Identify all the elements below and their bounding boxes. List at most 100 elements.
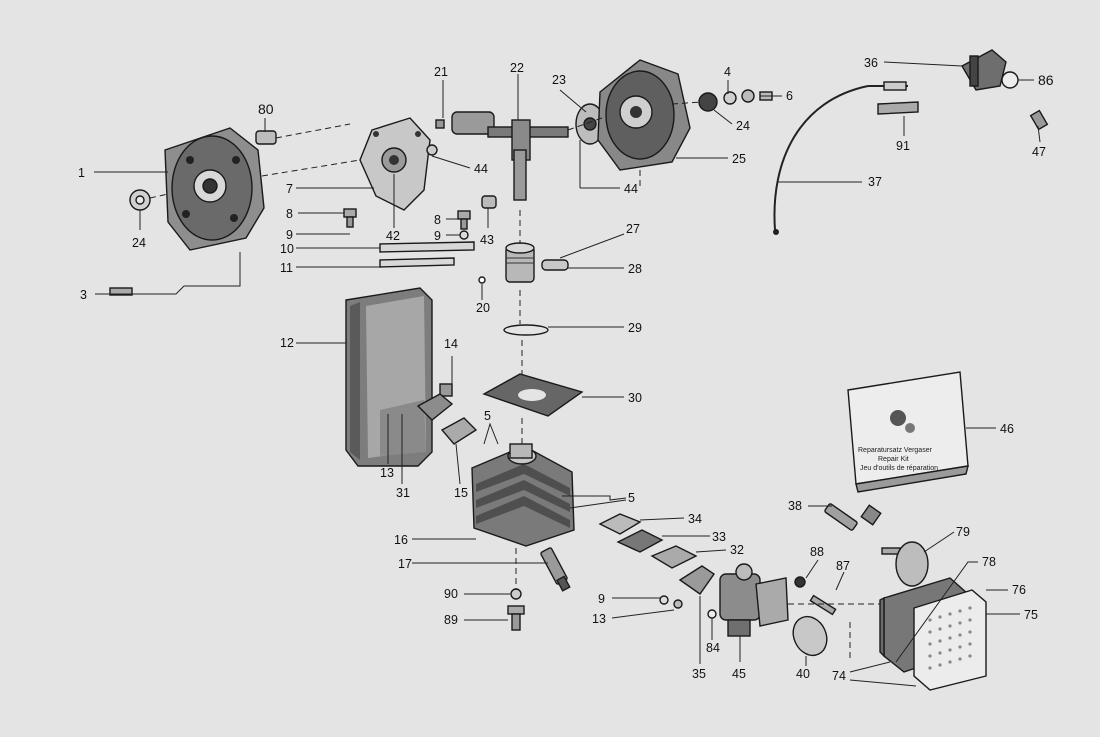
- callout-14: 14: [444, 337, 458, 351]
- cylinder-barrel: [471, 443, 575, 547]
- callout-17: 17: [398, 557, 412, 571]
- callout-43: 43: [480, 233, 494, 247]
- callout-75: 75: [1024, 608, 1038, 622]
- callout-76: 76: [1012, 583, 1026, 597]
- bolt-8-right: [457, 210, 471, 230]
- callout-6: 6: [786, 89, 793, 103]
- callout-79: 79: [956, 525, 970, 539]
- throttle-cable: [773, 81, 908, 235]
- callout-29: 29: [628, 321, 642, 335]
- circlip-20: [478, 276, 486, 284]
- callout-1: 1: [78, 166, 85, 180]
- callout-44-left: 44: [474, 162, 488, 176]
- screw-47: [1029, 109, 1049, 131]
- pin-43: [481, 195, 497, 209]
- cylinder-shroud: [345, 287, 433, 467]
- crankshaft-assembly: [435, 103, 605, 201]
- seal-ring-24-right: [698, 92, 718, 112]
- washer-4: [723, 91, 737, 105]
- callout-10: 10: [280, 242, 294, 256]
- callout-86: 86: [1038, 72, 1054, 88]
- crankcase-left-half: [164, 127, 265, 251]
- air-filter-disc-79: [881, 541, 929, 587]
- leader-lines: [94, 61, 1041, 687]
- piston-ring-29: [503, 324, 549, 336]
- washer-9-lower: [659, 595, 669, 605]
- callout-38: 38: [788, 499, 802, 513]
- bolt-8-left: [343, 208, 357, 228]
- assembly-lines: [149, 101, 880, 660]
- piston-pin-28: [541, 259, 569, 271]
- crankcase-right-half: [597, 59, 691, 171]
- callout-34: 34: [688, 512, 702, 526]
- throttle-lever-assembly: [961, 49, 1019, 91]
- callout-28: 28: [628, 262, 642, 276]
- callout-3: 3: [80, 288, 87, 302]
- piston: [505, 242, 535, 283]
- intake-gasket-32: [650, 545, 698, 569]
- exhaust-gasket-15: [440, 417, 478, 445]
- callout-5-top: 5: [484, 409, 491, 423]
- callout-31: 31: [396, 486, 410, 500]
- screw-38: [824, 503, 882, 531]
- callout-35: 35: [692, 667, 706, 681]
- callout-32: 32: [730, 543, 744, 557]
- carburetor: [678, 563, 789, 637]
- callout-9-left: 9: [286, 228, 293, 242]
- callout-labels: 1 24 3 80 7 8 9 10 11 12 42 21 22 23 44 …: [78, 56, 1054, 683]
- callout-8-right: 8: [434, 213, 441, 227]
- air-filter-housing: [879, 577, 987, 691]
- repair-kit-label-line1: Reparatursatz Vergaser: [858, 447, 933, 454]
- callout-15: 15: [454, 486, 468, 500]
- sleeve-80: [255, 130, 277, 145]
- cylinder-base-gasket: [482, 373, 584, 417]
- strip-gasket-10: [379, 241, 475, 253]
- spark-plug: [540, 547, 571, 592]
- callout-13-left: 13: [380, 466, 394, 480]
- callout-8-left: 8: [286, 207, 293, 221]
- callout-9-mid: 9: [434, 229, 441, 243]
- callout-45: 45: [732, 667, 746, 681]
- callout-74: 74: [832, 669, 846, 683]
- callout-22: 22: [510, 61, 524, 75]
- repair-kit-label-line2: Repair Kit: [878, 456, 909, 463]
- screw-87: [809, 594, 837, 616]
- callout-88: 88: [810, 545, 824, 559]
- callout-89: 89: [444, 613, 458, 627]
- bolt-14: [439, 383, 453, 397]
- callout-7: 7: [286, 182, 293, 196]
- callout-44-right: 44: [624, 182, 638, 196]
- nut-88: [794, 576, 806, 588]
- intake-gasket-34: [598, 513, 642, 535]
- callout-27: 27: [626, 222, 640, 236]
- callout-30: 30: [628, 391, 642, 405]
- callout-16: 16: [394, 533, 408, 547]
- callout-24-left: 24: [132, 236, 146, 250]
- callout-13-lower: 13: [592, 612, 606, 626]
- nozzle-84: [707, 609, 717, 619]
- callout-90: 90: [444, 587, 458, 601]
- callout-20: 20: [476, 301, 490, 315]
- strip-gasket-11: [379, 257, 455, 268]
- callout-37: 37: [868, 175, 882, 189]
- callout-23: 23: [552, 73, 566, 87]
- callout-46: 46: [1000, 422, 1014, 436]
- callout-80: 80: [258, 101, 274, 117]
- drain-screw-89: [507, 605, 525, 631]
- callout-4: 4: [724, 65, 731, 79]
- callout-11: 11: [280, 261, 293, 275]
- washer-13-lower: [673, 599, 683, 609]
- callout-78: 78: [982, 555, 996, 569]
- carb-cover-40: [792, 615, 828, 657]
- exhaust-flange-31: [416, 393, 454, 421]
- callout-84: 84: [706, 641, 720, 655]
- nut-6-a: [741, 89, 755, 103]
- callout-5-right: 5: [628, 491, 635, 505]
- gasket-plate: [359, 117, 431, 211]
- washer-9-right: [459, 230, 469, 240]
- callout-12: 12: [280, 336, 294, 350]
- callout-40: 40: [796, 667, 810, 681]
- callout-91: 91: [896, 139, 910, 153]
- repair-kit-label-line3: Jeu d'outils de réparation: [860, 465, 938, 472]
- seal-ring-44-left: [426, 144, 438, 156]
